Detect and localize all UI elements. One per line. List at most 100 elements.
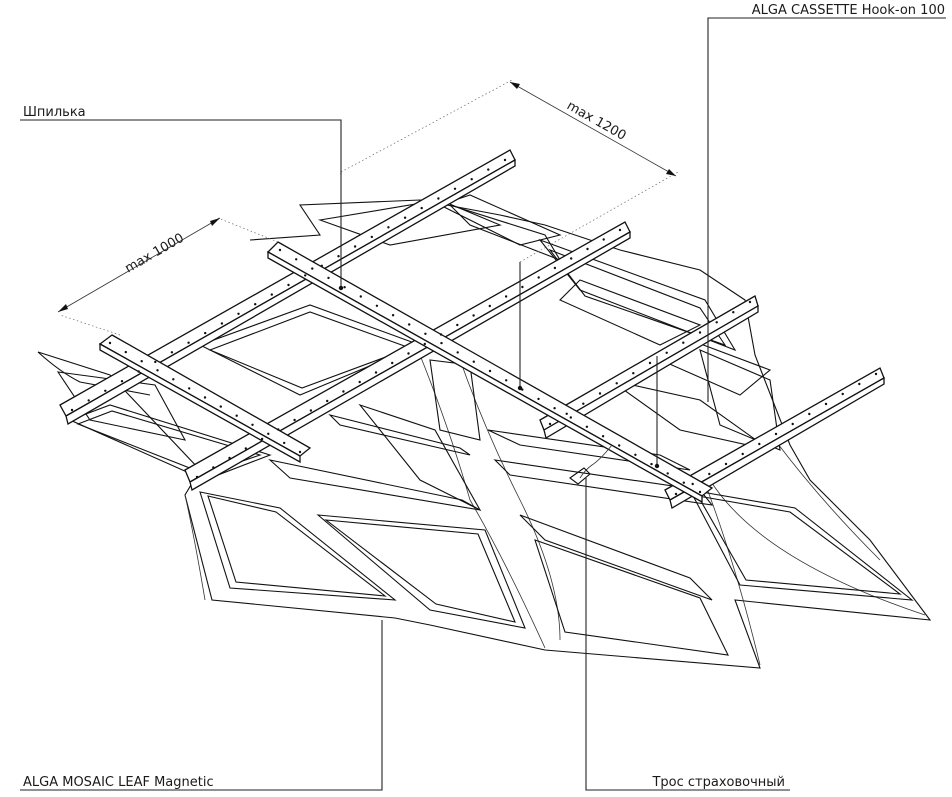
rail-hole — [437, 197, 440, 200]
leaf-panel-edge — [419, 354, 546, 649]
rail-hole — [219, 405, 222, 408]
leaf-frame — [548, 248, 727, 347]
leaf-panel-left-tip — [37, 351, 151, 396]
rail-hole — [674, 492, 678, 496]
rail-hole — [488, 369, 492, 373]
dimension-arrow — [210, 218, 220, 226]
dimension-arrow — [666, 169, 676, 176]
rail-hole — [504, 295, 508, 298]
rail-hole — [235, 414, 238, 417]
rail-hole — [327, 276, 330, 280]
rail-hole — [156, 369, 159, 372]
label-cable: Трос страховочный — [651, 775, 785, 790]
rail-hole — [553, 266, 557, 270]
rail-hole — [758, 442, 761, 446]
rail-hole — [326, 399, 329, 403]
rail-hole — [387, 226, 390, 229]
cross-rail — [99, 342, 301, 464]
rail-hole — [228, 456, 231, 460]
rail-hole — [298, 450, 302, 454]
leaf-frame — [328, 413, 471, 456]
rail-hole — [598, 392, 602, 395]
rail-hole — [251, 423, 254, 426]
rail-hole — [632, 372, 635, 375]
leaf-panel-edge — [709, 479, 926, 616]
leaf-frame — [534, 539, 729, 656]
leaf-frame — [519, 514, 713, 601]
leaf-frame — [324, 519, 516, 623]
rail-hole — [70, 408, 74, 412]
rail-hole — [353, 245, 357, 248]
rail-hole — [791, 422, 794, 426]
leader-line — [20, 620, 383, 791]
rail-hole — [666, 472, 669, 475]
dimension-extension — [59, 314, 121, 336]
rail-hole — [439, 333, 443, 336]
safety-cable-line — [579, 444, 613, 479]
rail-hole — [170, 351, 174, 354]
rail-hole — [424, 332, 427, 335]
leaf-frame — [688, 489, 914, 601]
rail-hole — [188, 387, 191, 390]
leader-line — [585, 478, 790, 791]
rail-hole — [244, 447, 247, 450]
cassette-frame — [68, 404, 272, 481]
rail-hole — [634, 453, 637, 456]
rail-hole — [408, 323, 411, 326]
rod-nut — [654, 463, 660, 469]
callout-panel: ALGA MOSAIC LEAF Magnetic — [20, 620, 383, 791]
cross-rail — [267, 250, 703, 504]
leaf-frame — [316, 514, 526, 629]
leaf-frame — [268, 459, 481, 511]
rail-hole — [278, 248, 282, 252]
rail-hole — [270, 293, 273, 296]
rail-hole — [565, 412, 568, 415]
rail-hole — [293, 418, 296, 422]
rail-hole — [748, 300, 752, 304]
rail-hole — [569, 416, 572, 419]
leader-line — [707, 17, 946, 402]
rail-hole — [283, 441, 286, 445]
rail-hole — [521, 285, 524, 289]
rail-hole — [698, 490, 702, 494]
rail-hole — [537, 397, 540, 401]
rail-hole — [212, 466, 215, 469]
rail-hole — [618, 444, 621, 447]
rail-hole — [537, 276, 540, 279]
rail-hole — [420, 206, 423, 210]
rail-hole — [108, 341, 112, 345]
rail-hole — [618, 228, 622, 232]
rail-hole — [691, 482, 694, 486]
cross-rail — [98, 334, 312, 457]
rail-hole — [472, 360, 475, 363]
rail-hole — [154, 360, 157, 364]
dimension-label-short: max 1000 — [123, 231, 187, 277]
leaf-frame — [493, 459, 714, 506]
rail-hole — [553, 407, 556, 410]
rail-hole — [220, 322, 224, 325]
carrier-rail — [669, 376, 885, 509]
cassette-frame — [438, 194, 562, 246]
rail-hole — [267, 432, 270, 435]
rail-hole — [87, 399, 90, 402]
carrier-rails — [59, 149, 885, 509]
rail-hole — [682, 481, 685, 484]
leaf-frame — [358, 403, 482, 512]
rail-hole — [309, 409, 313, 412]
rail-hole — [724, 462, 728, 466]
safety-cable — [569, 444, 613, 485]
label-cassette: ALGA CASSETTE Hook-on 100 — [752, 3, 945, 18]
rail-hole — [650, 462, 653, 466]
leader-line — [20, 119, 342, 175]
carrier-rail — [65, 158, 516, 425]
rod-nut — [517, 385, 523, 391]
rail-hole — [505, 379, 508, 382]
rail-hole — [342, 390, 345, 393]
callout-rod: Шпилька — [20, 105, 342, 175]
rail-hole — [124, 350, 128, 354]
hanger-rods — [338, 172, 660, 469]
leaf-panel-outline — [37, 199, 932, 669]
rail-hole — [391, 361, 394, 365]
rail-hole — [570, 257, 573, 260]
rail-hole — [140, 360, 143, 363]
